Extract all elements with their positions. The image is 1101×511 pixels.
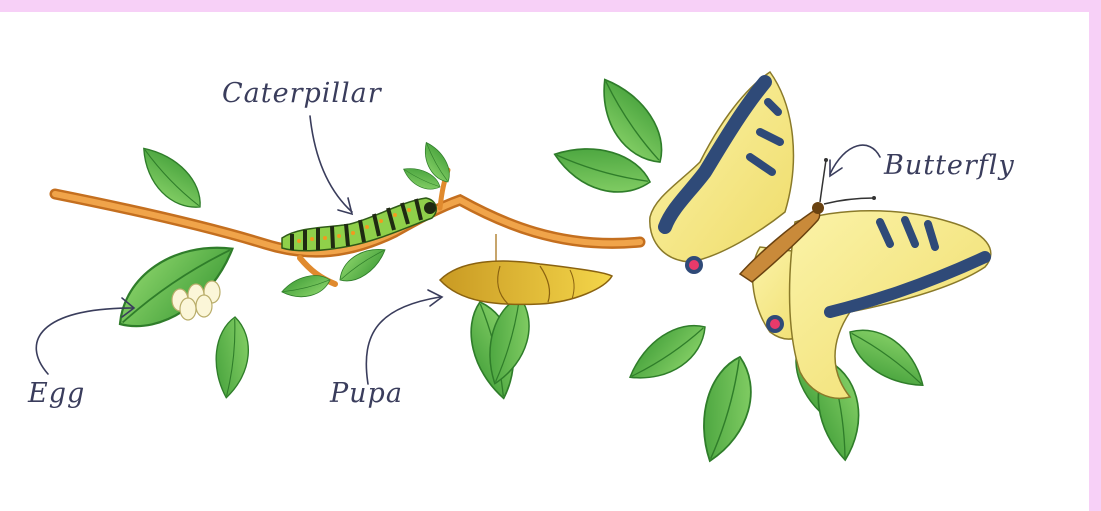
- pupa-pointer: [366, 297, 440, 384]
- caterpillar-label: Caterpillar: [222, 78, 382, 109]
- butterfly-pointer: [830, 145, 880, 174]
- leaf: [841, 315, 933, 400]
- caterpillar: [282, 198, 436, 251]
- leaf: [280, 273, 332, 301]
- leaf: [620, 315, 716, 391]
- leaf: [209, 315, 255, 400]
- egg-label: Egg: [28, 378, 85, 409]
- butterfly: [650, 72, 991, 398]
- leaf: [688, 351, 765, 467]
- egg-pointer: [36, 308, 132, 374]
- life-cycle-illustration: [0, 12, 1089, 511]
- pupa-label: Pupa: [330, 378, 403, 409]
- egg-leaf: [104, 228, 248, 342]
- diagram-canvas: Egg Caterpillar Pupa Butterfly: [0, 12, 1089, 511]
- caterpillar-pointer: [310, 116, 352, 212]
- butterfly-label: Butterfly: [884, 150, 1015, 181]
